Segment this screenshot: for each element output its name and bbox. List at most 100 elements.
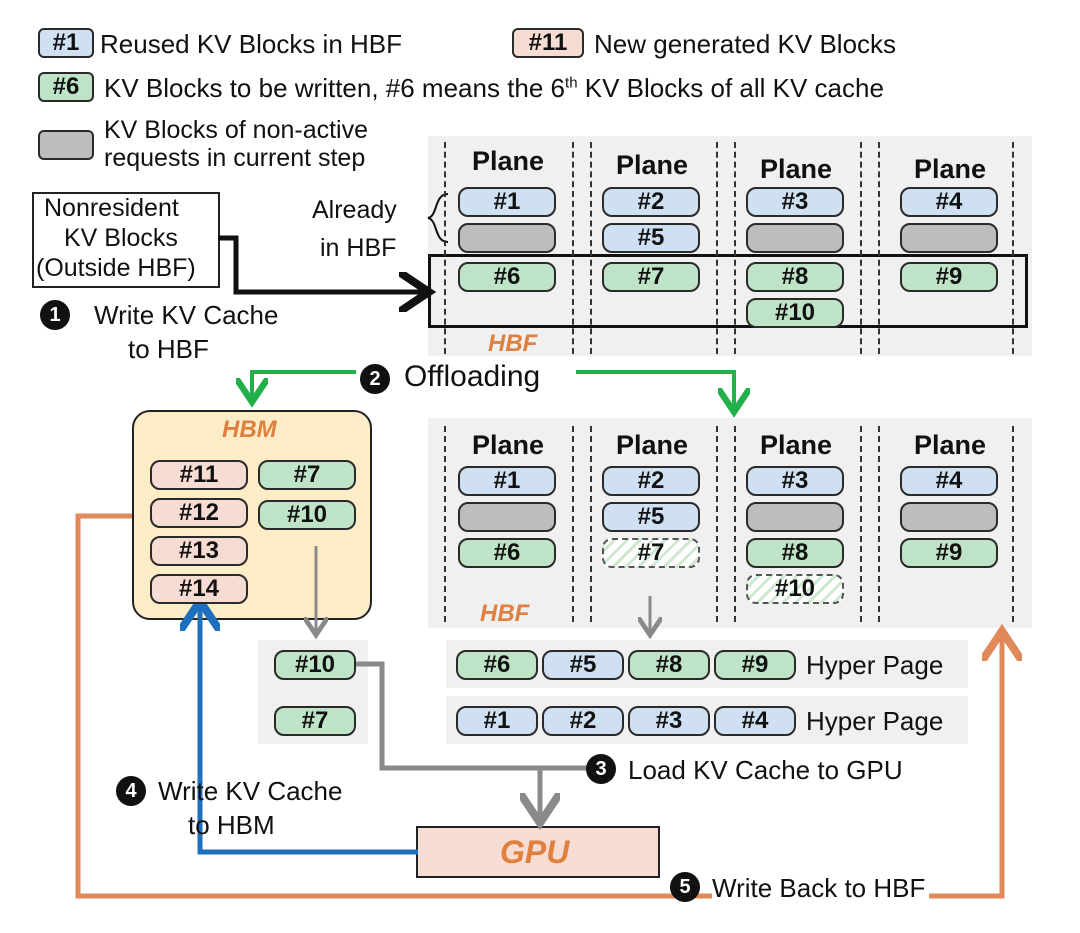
top-plane-divider — [590, 142, 592, 354]
bottom-plane-divider — [734, 426, 736, 622]
step-4-line2: to HBM — [188, 810, 275, 840]
bottom-plane-divider — [572, 426, 574, 622]
write-kv-block: #9 — [900, 538, 998, 568]
arrow-offload-left — [252, 370, 356, 398]
reused-kv-block: #2 — [602, 187, 700, 217]
hyper-page-label-2: Hyper Page — [806, 706, 944, 736]
step-5-line1: Write Back to HBF — [712, 875, 930, 901]
legend-reused-swatch: #1 — [38, 28, 94, 58]
already-line1: Already — [312, 196, 397, 224]
already-line2: in HBF — [320, 234, 397, 262]
nonresident-line3: (Outside HBF) — [36, 254, 196, 282]
bottom-plane-divider — [590, 426, 592, 622]
hbm-new-kv-block: #13 — [150, 536, 248, 566]
legend-new-swatch: #11 — [512, 28, 584, 58]
write-kv-block: #6 — [458, 538, 556, 568]
legend-nonactive-line1: KV Blocks of non-active — [104, 116, 369, 144]
step-5-badge: 5 — [670, 872, 700, 902]
legend-towrite-text: KV Blocks to be written, #6 means the 6t… — [104, 75, 884, 101]
step-4-line1: Write KV Cache — [158, 776, 343, 806]
nonactive-kv-block — [458, 223, 556, 253]
top-plane-title: Plane — [616, 150, 689, 180]
bottom-plane-divider — [716, 426, 718, 622]
top-plane-divider — [734, 142, 736, 354]
hbm-new-kv-block: #14 — [150, 574, 248, 604]
legend-new-text: New generated KV Blocks — [594, 29, 897, 59]
nonresident-line1: Nonresident — [44, 194, 179, 222]
hyper-page-block: #1 — [456, 706, 538, 736]
arrow-write-hbm — [200, 606, 418, 855]
nonresident-box — [32, 192, 220, 288]
moved-kv-block: #10 — [746, 574, 844, 604]
nonactive-kv-block — [900, 502, 998, 532]
gpu-label: GPU — [500, 834, 570, 870]
already-brace — [427, 193, 449, 243]
hbm-new-kv-block: #11 — [150, 460, 248, 490]
write-kv-block: #8 — [746, 262, 844, 292]
moved-kv-block: #7 — [602, 538, 700, 568]
write-kv-block: #7 — [602, 262, 700, 292]
reused-kv-block: #3 — [746, 187, 844, 217]
hyper-page-label-1: Hyper Page — [806, 650, 944, 680]
step-1-line1: Write KV Cache — [94, 300, 279, 330]
top-plane-title: Plane — [760, 154, 833, 184]
top-plane-divider — [1012, 142, 1014, 354]
hyper-page-block: #3 — [628, 706, 710, 736]
buffer-kv-block: #10 — [274, 650, 356, 680]
step-2-badge: 2 — [360, 364, 390, 394]
legend-towrite-text-b: KV Blocks of all KV cache — [577, 73, 884, 103]
nonactive-kv-block — [458, 502, 556, 532]
bottom-hbf-label: HBF — [480, 600, 530, 627]
hyper-page-block: #5 — [542, 650, 624, 680]
reused-kv-block: #2 — [602, 466, 700, 496]
reused-kv-block: #3 — [746, 466, 844, 496]
write-kv-block: #6 — [458, 262, 556, 292]
hbm-write-kv-block: #10 — [258, 500, 356, 530]
reused-kv-block: #4 — [900, 187, 998, 217]
legend-nonactive-swatch — [38, 130, 94, 160]
hbm-label: HBM — [222, 416, 277, 443]
legend-towrite-sup: th — [565, 74, 578, 92]
bottom-plane-title: Plane — [760, 430, 833, 460]
reused-kv-block: #5 — [602, 223, 700, 253]
hyper-page-block: #6 — [456, 650, 538, 680]
top-hbf-label: HBF — [488, 330, 538, 357]
step-1-line2: to HBF — [128, 334, 209, 364]
reused-kv-block: #1 — [458, 187, 556, 217]
gpu-box — [416, 826, 660, 878]
bottom-plane-title: Plane — [914, 430, 987, 460]
arrow-write-back-hbf — [75, 513, 1002, 899]
legend-nonactive-line2: requests in current step — [104, 144, 366, 172]
hbm-write-kv-block: #7 — [258, 460, 356, 490]
top-plane-title: Plane — [914, 154, 987, 184]
hyper-page-block: #2 — [542, 706, 624, 736]
reused-kv-block: #5 — [602, 502, 700, 532]
step-2-line1: Offloading — [404, 360, 541, 393]
top-plane-divider — [878, 142, 880, 354]
nonactive-kv-block — [746, 223, 844, 253]
hyper-page-block: #9 — [714, 650, 796, 680]
top-plane-title: Plane — [472, 146, 545, 176]
reused-kv-block: #4 — [900, 466, 998, 496]
bottom-plane-divider — [444, 426, 446, 622]
bottom-plane-divider — [878, 426, 880, 622]
arrow-offload-right — [576, 370, 734, 408]
nonresident-line2: KV Blocks — [64, 224, 178, 252]
legend-reused-text: Reused KV Blocks in HBF — [100, 29, 403, 59]
top-plane-divider — [572, 142, 574, 354]
nonactive-kv-block — [746, 502, 844, 532]
write-kv-block: #9 — [900, 262, 998, 292]
bottom-plane-divider — [860, 426, 862, 622]
legend-towrite-swatch: #6 — [38, 72, 94, 102]
hbm-new-kv-block: #12 — [150, 498, 248, 528]
nonactive-kv-block — [900, 223, 998, 253]
arrow-load-gpu — [356, 661, 588, 771]
hyper-page-block: #4 — [714, 706, 796, 736]
bottom-plane-divider — [1012, 426, 1014, 622]
top-plane-divider — [716, 142, 718, 354]
arrow-write-hbf — [218, 235, 424, 292]
top-plane-divider — [444, 142, 446, 354]
step-4-badge: 4 — [116, 776, 146, 806]
